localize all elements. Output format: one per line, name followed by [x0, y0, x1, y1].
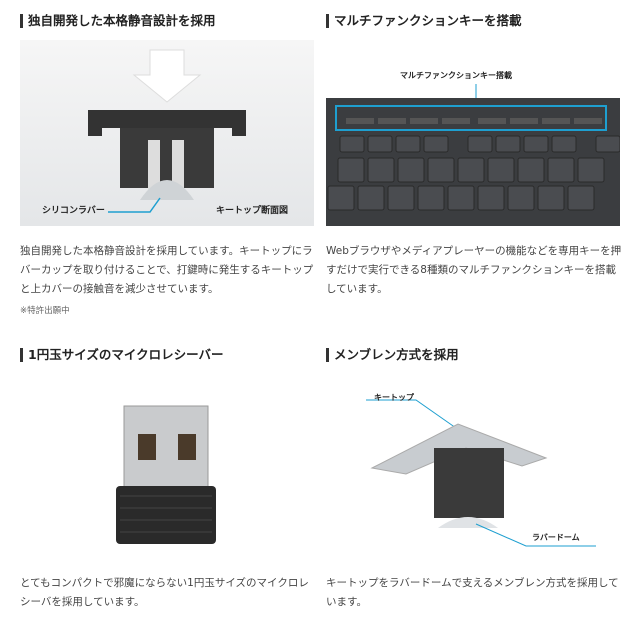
feature-description: 独自開発した本格静音設計を採用しています。キートップにラバーカップを取り付けるこ… — [20, 245, 314, 295]
callout-label: マルチファンクションキー搭載 — [400, 71, 512, 80]
feature-description: とてもコンパクトで邪魔にならない1円玉サイズのマイクロレシーバを採用しています。 — [20, 577, 309, 608]
section-label: キートップ断面図 — [216, 206, 289, 216]
membrane-diagram-image: キートップ ラバードーム — [326, 388, 620, 558]
feature-title: 1円玉サイズのマイクロレシーバー — [20, 348, 316, 362]
receiver-image — [20, 388, 314, 558]
feature-micro-receiver: 1円玉サイズのマイクロレシーバー とてもコンパクトで邪魔にならない1円玉サイズの… — [20, 348, 316, 608]
rubber-dome-label: ラバードーム — [532, 533, 580, 542]
patent-note: ※特許出願中 — [20, 306, 70, 316]
feature-multifunction-keys: マルチファンクションキーを搭載 マルチファンクションキー搭載 Webブラウザやメ… — [326, 14, 622, 295]
feature-description: キートップをラバードームで支えるメンブレン方式を採用しています。 — [326, 577, 619, 608]
feature-title: マルチファンクションキーを搭載 — [326, 14, 622, 28]
feature-membrane: メンブレン方式を採用 キートップ ラバードーム キートップをラバードームで支える… — [326, 348, 622, 608]
rubber-label: シリコンラバー — [42, 206, 105, 216]
feature-description: Webブラウザやメディアプレーヤーの機能などを専用キーを押すだけで実行できる8種… — [326, 245, 622, 295]
feature-title: 独自開発した本格静音設計を採用 — [20, 14, 316, 28]
keytop-cross-section-image: シリコンラバー キートップ断面図 — [20, 40, 314, 226]
keytop-label: キートップ — [374, 393, 414, 402]
keyboard-image: マルチファンクションキー搭載 — [326, 40, 620, 226]
feature-title: メンブレン方式を採用 — [326, 348, 622, 362]
feature-silent-design: 独自開発した本格静音設計を採用 シリコンラバー キートップ断面図 独自開発した本… — [20, 14, 316, 316]
